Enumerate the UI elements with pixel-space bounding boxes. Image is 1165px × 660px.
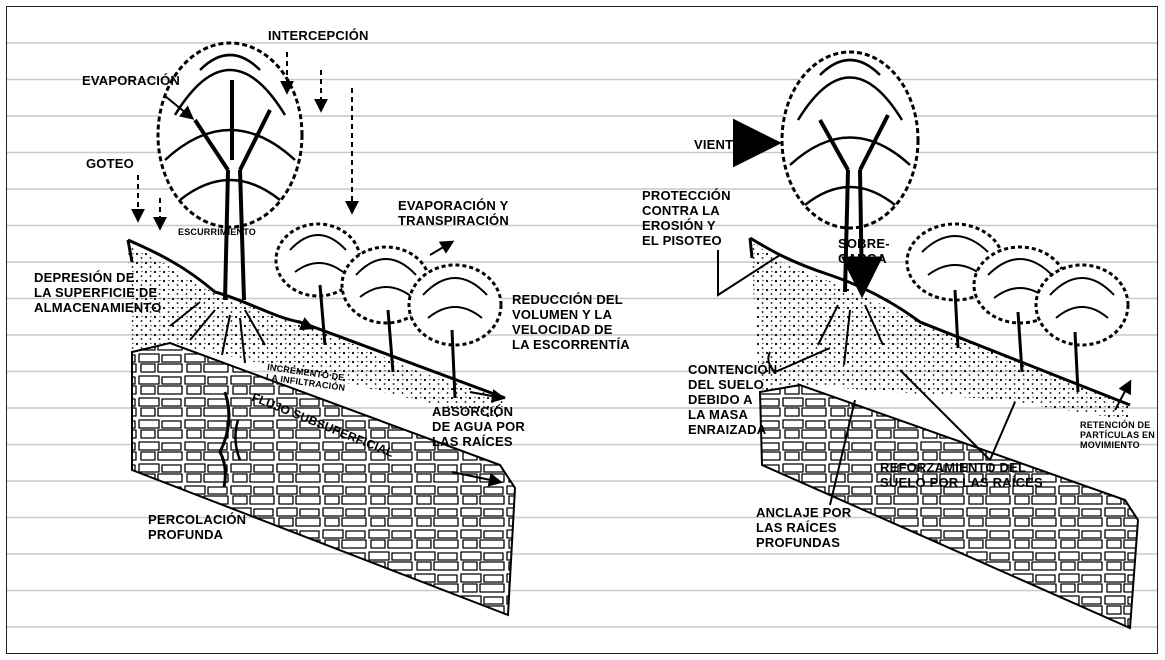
label-retencion: RETENCIÓN DE PARTÍCULAS EN MOVIMIENTO: [1080, 420, 1155, 450]
label-anclaje: ANCLAJE POR LAS RAÍCES PROFUNDAS: [756, 505, 851, 550]
label-percolacion: PERCOLACIÓN PROFUNDA: [148, 512, 246, 542]
label-sobrecarga: SOBRE- CARGA: [838, 236, 890, 266]
label-intercepcion: INTERCEPCIÓN: [268, 28, 369, 43]
label-evaporacion: EVAPORACIÓN: [82, 73, 180, 88]
label-absorcion: ABSORCIÓN DE AGUA POR LAS RAÍCES: [432, 404, 525, 449]
label-depresion: DEPRESIÓN DE LA SUPERFICIE DE ALMACENAMI…: [34, 270, 162, 315]
label-viento: VIENTO: [694, 137, 743, 152]
label-proteccion: PROTECCIÓN CONTRA LA EROSIÓN Y EL PISOTE…: [642, 188, 731, 248]
label-contencion: CONTENCIÓN DEL SUELO DEBIDO A LA MASA EN…: [688, 362, 777, 437]
label-reduccion: REDUCCIÓN DEL VOLUMEN Y LA VELOCIDAD DE …: [512, 292, 630, 352]
label-goteo: GOTEO: [86, 156, 134, 171]
label-reforzamiento: REFORZAMIENTO DEL SUELO POR LAS RAÍCES: [880, 460, 1043, 490]
label-escurrimiento: ESCURRIMIENTO: [178, 227, 256, 237]
label-evaporacion-transpiracion: EVAPORACIÓN Y TRANSPIRACIÓN: [398, 198, 509, 228]
